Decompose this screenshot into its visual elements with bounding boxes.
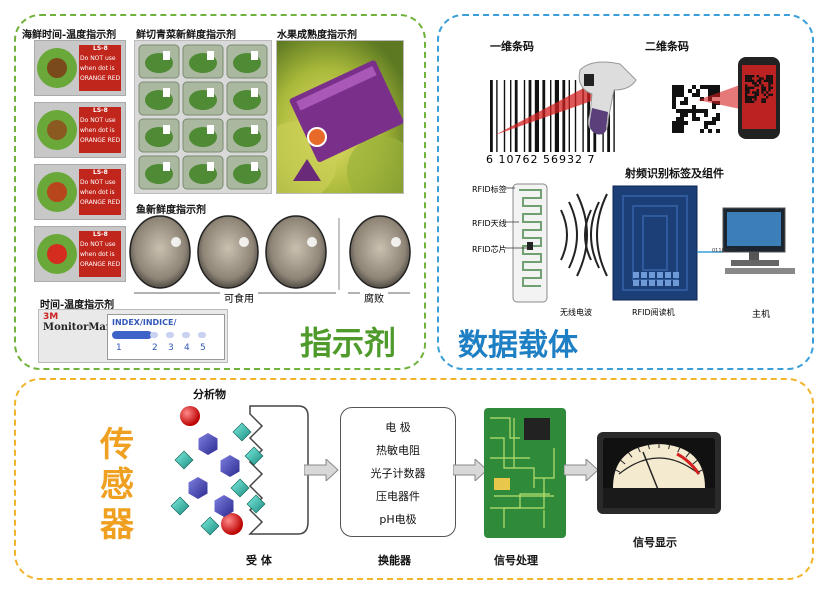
fruit-ripeness-photo xyxy=(276,40,404,194)
transducer-item: 压电器件 xyxy=(376,490,420,503)
tti-warning-line: when dot is xyxy=(80,127,115,134)
tti-warning-line: ORANGE RED xyxy=(80,261,121,268)
analyte-diamond xyxy=(230,478,250,498)
monitormark-index: INDEX/INDICE/ xyxy=(112,318,177,327)
monitormark-scale-number: 2 xyxy=(152,343,158,353)
fish-sample-dish xyxy=(349,215,411,289)
sensor-title: 传感器 xyxy=(100,425,134,545)
fruit-ripeness-label: 水果成熟度指示剂 xyxy=(277,30,357,41)
analyte-receptor-illustration xyxy=(170,405,309,536)
arrow-to-transducer xyxy=(304,459,339,481)
monitormark-brand: 3M xyxy=(43,312,59,322)
arrow-to-signal-processing xyxy=(453,459,488,481)
tti-warning-line: ORANGE RED xyxy=(80,137,121,144)
transducer-item: 光子计数器 xyxy=(370,467,426,480)
tti-warning-line: Do NOT use xyxy=(80,241,116,248)
monitormark-scale-window xyxy=(150,332,158,338)
seafood-tti-label: 海鲜时间-温度指示剂 xyxy=(22,30,117,41)
transducer-box: 电 极热敏电阻光子计数器压电器件 pH电极 xyxy=(340,407,456,537)
analyte-hexagon xyxy=(214,495,234,517)
host-label: 主机 xyxy=(752,310,771,320)
tti-label-code: LS-8 xyxy=(93,107,108,114)
fish-freshness-label: 鱼新鲜度指示剂 xyxy=(136,205,206,216)
tti-label-sample: LS-8 Do NOT use when dot is ORANGE RED xyxy=(34,164,126,220)
tti-label-sample: LS-8 Do NOT use when dot is ORANGE RED xyxy=(34,40,126,96)
tti-warning-line: ORANGE RED xyxy=(80,199,121,206)
analyte-diamond xyxy=(170,496,190,516)
data-carrier-panel xyxy=(437,14,814,370)
signal-processing-label: 信号处理 xyxy=(494,554,538,567)
host-screen-code: 01100101... xyxy=(712,248,743,254)
barcode-1d-label: 一维条码 xyxy=(490,40,534,53)
receptor-label: 受 体 xyxy=(246,554,272,567)
tti-warning-line: when dot is xyxy=(80,189,115,196)
fish-sample-dish xyxy=(265,215,327,289)
analyte-hexagon xyxy=(198,433,218,455)
edible-label: 可食用 xyxy=(220,290,258,305)
tti-warning-line: Do NOT use xyxy=(80,179,116,186)
rfid-chip-label: RFID芯片 xyxy=(472,245,507,254)
analyte-label: 分析物 xyxy=(193,388,226,401)
tti-label-sample: LS-8 Do NOT use when dot is ORANGE RED xyxy=(34,102,126,158)
analyte-hexagon xyxy=(188,477,208,499)
rfid-system-illustration xyxy=(505,183,795,303)
rfid-reader-label: RFID阅读机 xyxy=(632,308,675,317)
fish-sample-dish xyxy=(129,215,191,289)
fish-sample-dish xyxy=(197,215,259,289)
tti-label-code: LS-8 xyxy=(93,231,108,238)
tti-label-code: LS-8 xyxy=(93,45,108,52)
circuit-board-illustration xyxy=(484,408,566,538)
monitormark-scale-window xyxy=(166,332,174,338)
tti-warning-line: Do NOT use xyxy=(80,55,116,62)
transducer-label: 换能器 xyxy=(378,554,411,567)
qr-phone-illustration xyxy=(672,57,780,139)
tti-label-sample: LS-8 Do NOT use when dot is ORANGE RED xyxy=(34,226,126,282)
analog-meter-illustration xyxy=(597,432,721,514)
radio-wave-label: 无线电波 xyxy=(560,308,592,317)
monitormark-indicator-bar xyxy=(112,331,152,339)
tti-label: 时间-温度指示剂 xyxy=(40,300,115,311)
fresh-cut-label: 鲜切青菜新鲜度指示剂 xyxy=(136,30,236,41)
monitormark-scale-window xyxy=(182,332,190,338)
arrow-to-signal-display xyxy=(564,459,599,481)
monitormark-scale-number: 3 xyxy=(168,343,174,353)
monitormark-scale-window xyxy=(198,332,206,338)
analyte-diamond xyxy=(246,494,266,514)
analyte-diamond xyxy=(200,516,220,536)
rfid-title: 射频识别标签及组件 xyxy=(625,167,724,180)
analyte-diamond xyxy=(174,450,194,470)
sensor-panel xyxy=(14,378,814,580)
tti-warning-line: ORANGE RED xyxy=(80,75,121,82)
tti-warning-line: Do NOT use xyxy=(80,117,116,124)
monitormark-scale-number: 5 xyxy=(200,343,206,353)
tti-warning-line: when dot is xyxy=(80,65,115,72)
analyte-hexagon xyxy=(220,455,240,477)
monitormark-name: MonitorMark xyxy=(43,322,119,333)
tti-label-code: LS-8 xyxy=(93,169,108,176)
rfid-tag-label: RFID标签 xyxy=(472,185,507,194)
transducer-item: 热敏电阻 xyxy=(376,444,420,457)
rfid-antenna-label: RFID天线 xyxy=(472,219,507,228)
transducer-item: 电 极 xyxy=(385,421,411,434)
fish-freshness-dishes xyxy=(129,215,411,290)
fresh-cut-photo xyxy=(134,40,272,194)
analyte-diamond xyxy=(232,422,252,442)
tti-warning-line: when dot is xyxy=(80,251,115,258)
barcode-2d-label: 二维条码 xyxy=(645,40,689,53)
indicator-panel xyxy=(14,14,426,370)
barcode-scanner-illustration xyxy=(490,61,637,152)
monitormark-scale-number: 4 xyxy=(184,343,190,353)
barcode-digits: 6 10762 56932 7 xyxy=(486,153,596,166)
data-carrier-title: 数据载体 xyxy=(458,328,578,363)
indicator-title: 指示剂 xyxy=(300,324,397,362)
monitormark-scale-number: 1 xyxy=(116,343,122,353)
transducer-item: pH电极 xyxy=(379,513,417,526)
signal-display-label: 信号显示 xyxy=(633,536,677,549)
rotten-label: 腐败 xyxy=(360,290,388,305)
analyte-diamond xyxy=(244,446,264,466)
